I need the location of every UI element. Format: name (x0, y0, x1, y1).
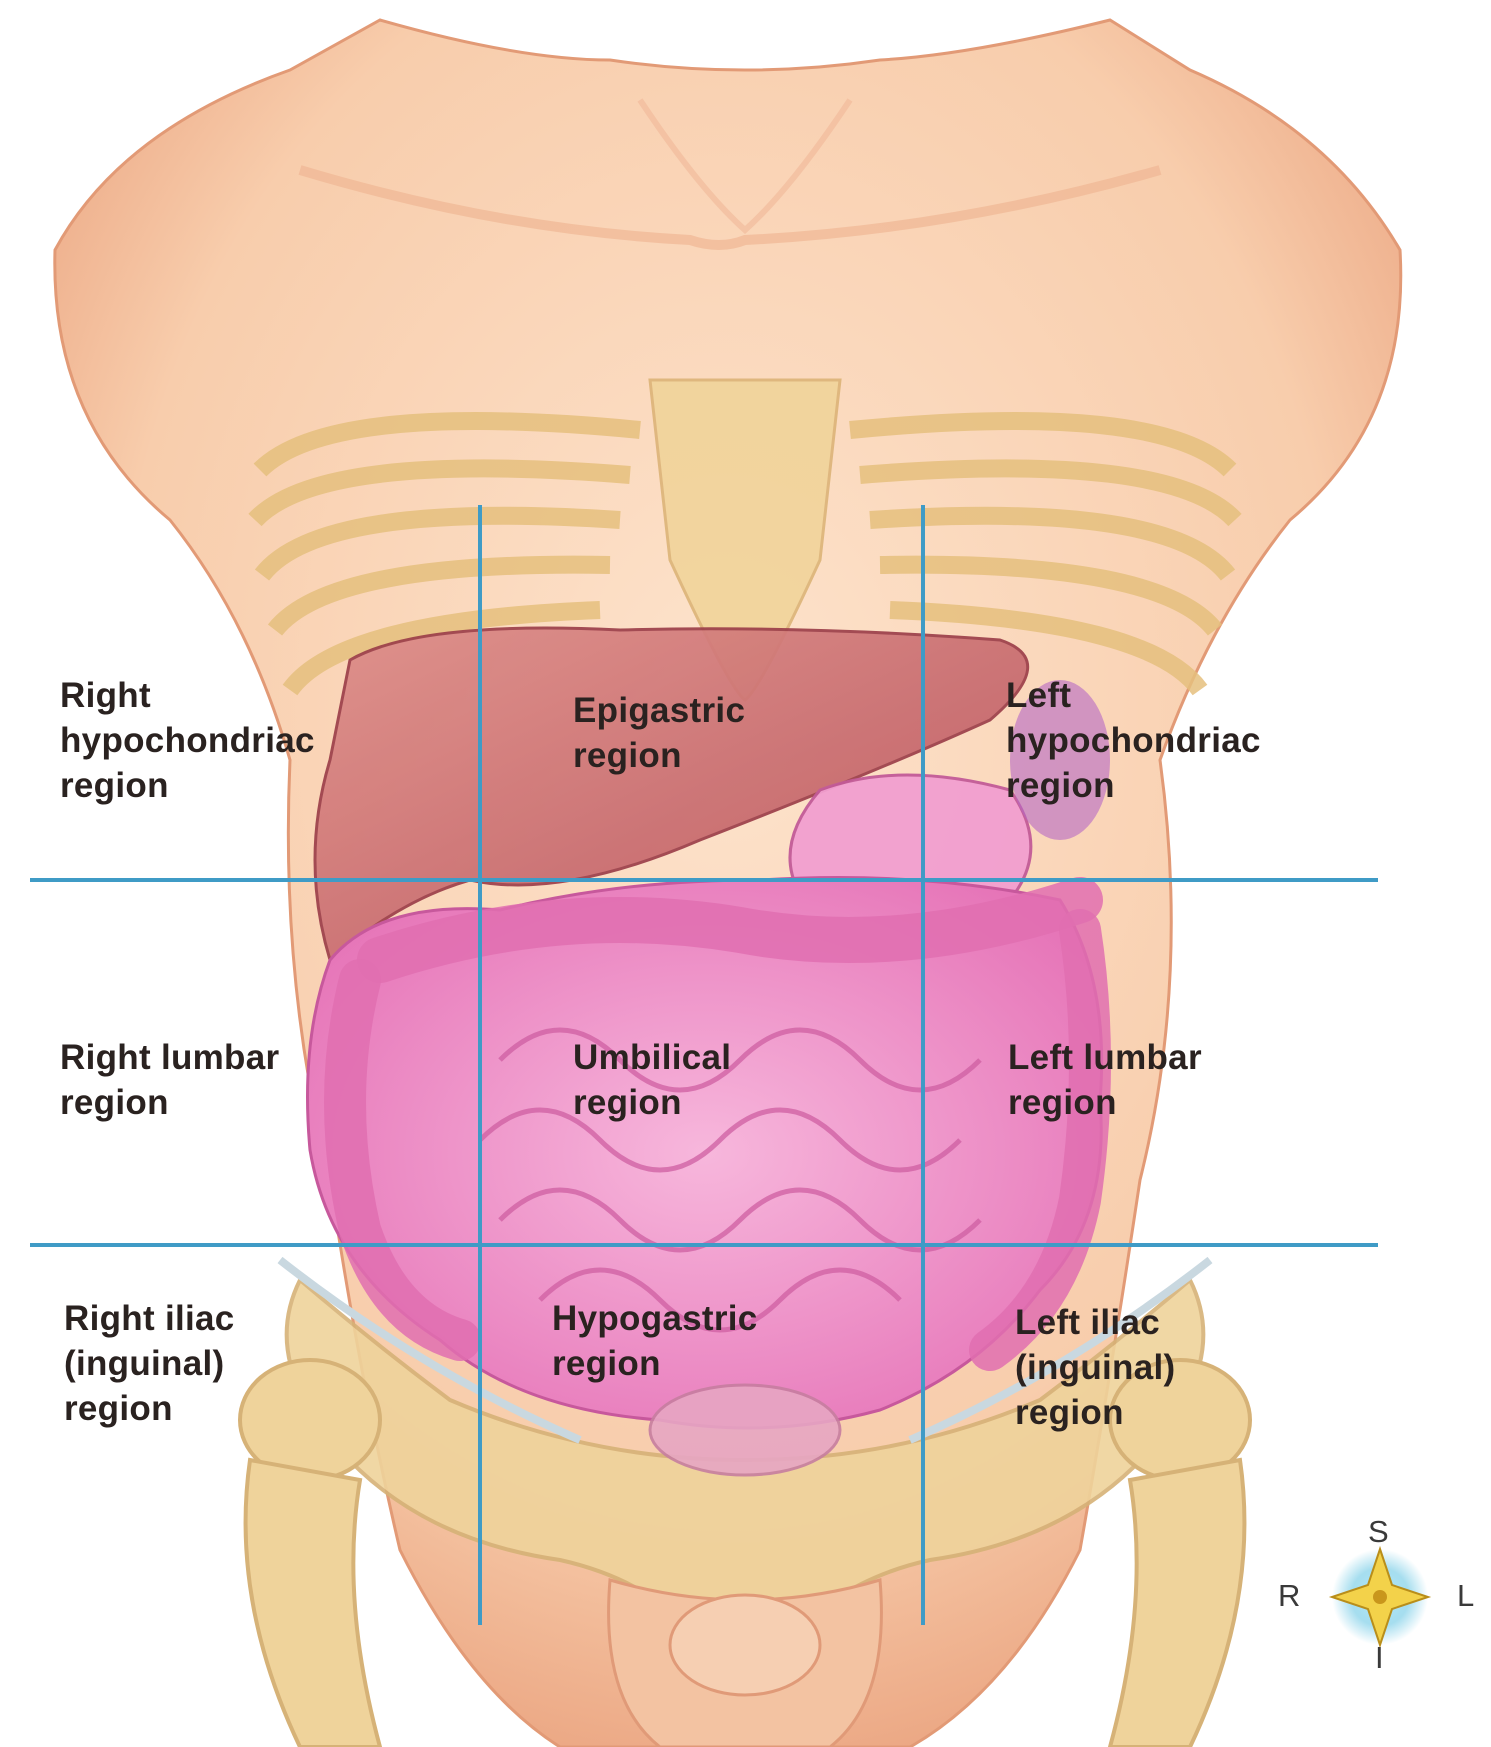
label-right-iliac-region: Right iliac (inguinal) region (64, 1299, 235, 1428)
transverse-colon (357, 877, 1103, 983)
compass-inferior-label: I (1375, 1640, 1384, 1675)
inguinal-ligament-right (277, 1256, 582, 1444)
descending-colon (969, 909, 1111, 1371)
label-right-lumbar-region: Right lumbar region (60, 1038, 280, 1122)
orientation-compass-icon (1328, 1545, 1432, 1649)
clavicle-shadow (298, 165, 1162, 250)
rib-cage (248, 412, 1242, 696)
label-right-hypochondriac-region: Right hypochondriac region (60, 676, 315, 805)
neck-shadow (637, 98, 853, 235)
bladder (648, 1383, 842, 1477)
genital-tip (668, 1593, 822, 1697)
region-grid (30, 505, 1378, 1625)
compass-superior-label: S (1368, 1514, 1389, 1549)
label-epigastric-region: Epigastric region (573, 691, 746, 775)
label-umbilical-region: Umbilical region (573, 1038, 732, 1122)
label-left-lumbar-region: Left lumbar region (1008, 1038, 1202, 1122)
spleen (1010, 680, 1110, 840)
compass-left-label: L (1457, 1578, 1475, 1613)
label-left-iliac-region: Left iliac (inguinal) region (1015, 1303, 1176, 1432)
label-hypogastric-region: Hypogastric region (552, 1299, 758, 1383)
ascending-colon (324, 959, 481, 1361)
inguinal-ligament-left (908, 1256, 1213, 1444)
label-left-hypochondriac-region: Left hypochondriac region (1006, 676, 1261, 805)
compass-right-label: R (1278, 1578, 1301, 1613)
